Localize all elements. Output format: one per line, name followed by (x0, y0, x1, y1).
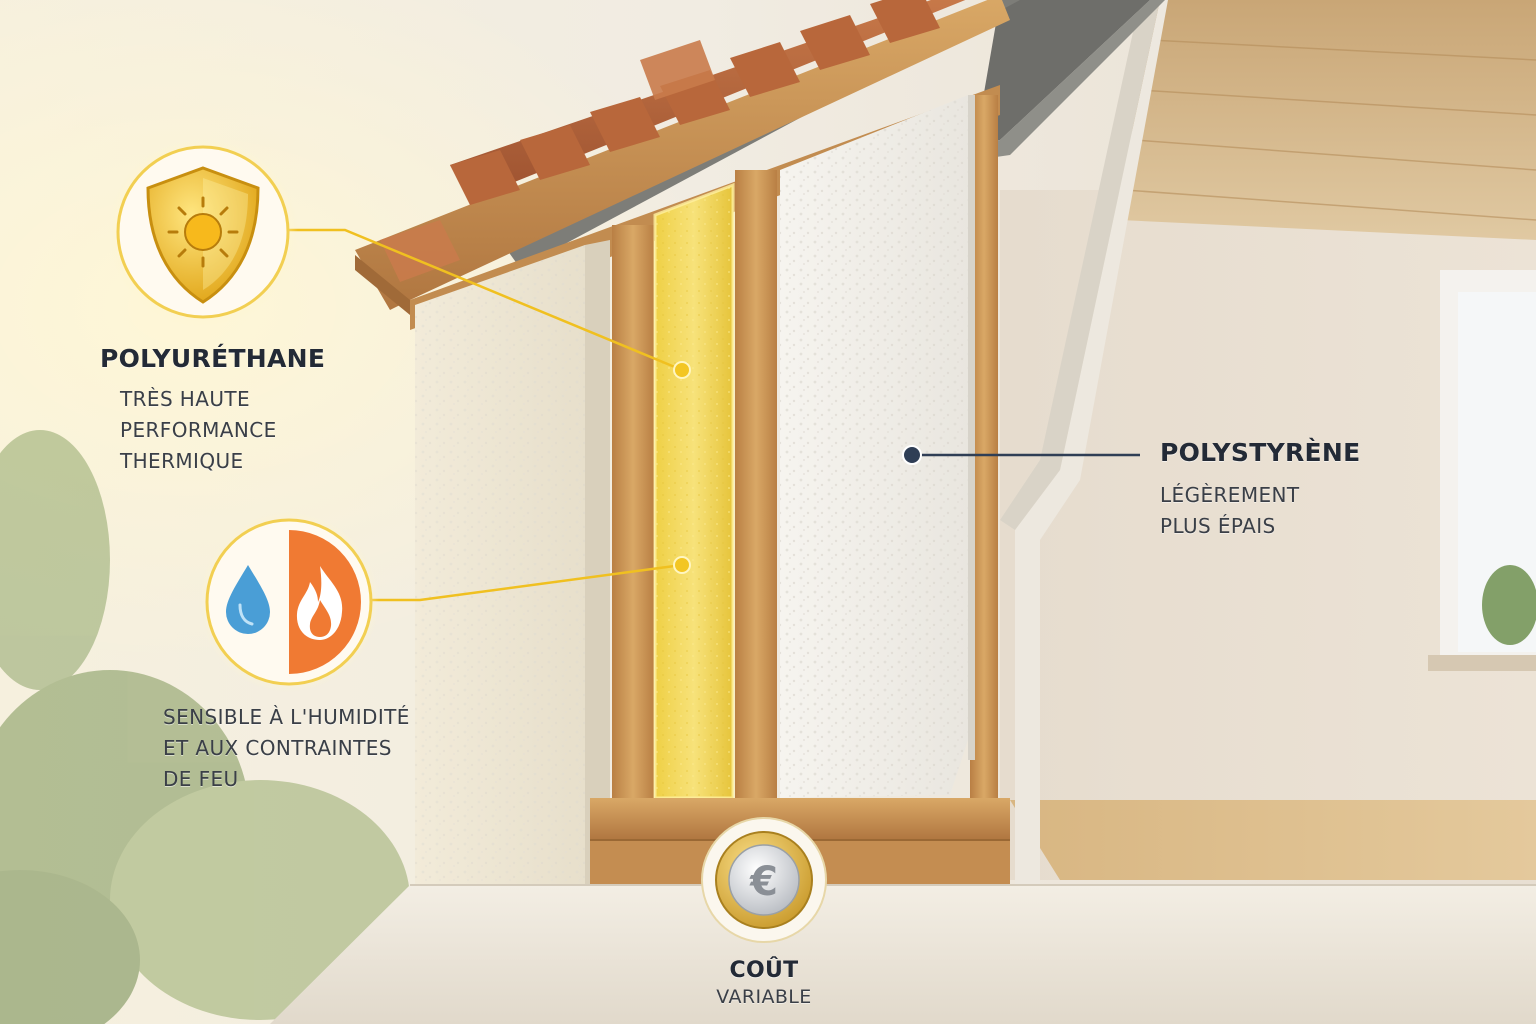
polyurethane-line-3: THERMIQUE (120, 449, 244, 473)
euro-coin-icon: € (701, 817, 827, 943)
polystyrene-title: POLYSTYRÈNE (1160, 438, 1361, 467)
polystyrene-callout: POLYSTYRÈNE (1160, 438, 1361, 467)
polyurethane-callout: POLYURÉTHANE (100, 344, 325, 373)
polyurethane-description: TRÈS HAUTE PERFORMANCE THERMIQUE (120, 384, 277, 477)
cost-line-1: VARIABLE (716, 986, 812, 1008)
interior-plasterboard (1015, 0, 1168, 900)
water-fire-icon (199, 512, 379, 692)
timber-stud-middle (735, 170, 777, 800)
sensitivity-pointer-dot (673, 556, 691, 574)
room-floor (1010, 800, 1536, 880)
base-slab (270, 885, 1536, 1024)
svg-text:€: € (749, 859, 778, 905)
timber-stud-left (612, 225, 654, 800)
polystyrene-line-1: LÉGÈREMENT (1160, 483, 1300, 507)
sensitivity-line-2: ET AUX CONTRAINTES (163, 736, 392, 760)
polystyrene-description: LÉGÈREMENT PLUS ÉPAIS (1160, 480, 1300, 542)
polystyrene-line-2: PLUS ÉPAIS (1160, 514, 1276, 538)
polyurethane-line-1: TRÈS HAUTE (120, 387, 251, 411)
room-ceiling (1120, 0, 1536, 240)
polyurethane-title: POLYURÉTHANE (100, 344, 326, 373)
polyurethane-pointer-dot (673, 361, 691, 379)
cost-title: COÛT (729, 958, 799, 983)
window (1428, 270, 1536, 671)
polystyrene-pointer-dot (902, 445, 922, 465)
polyurethane-line-2: PERFORMANCE (120, 418, 277, 442)
callout-lines (288, 228, 1140, 602)
roof-fascia (355, 0, 1010, 310)
shield-sun-icon (108, 137, 298, 327)
ceiling-planks (1124, 39, 1536, 221)
sensitivity-line-3: DE FEU (163, 767, 239, 791)
sensitivity-description: SENSIBLE À L'HUMIDITÉ ET AUX CONTRAINTES… (163, 702, 410, 795)
sensitivity-pointer-line (372, 563, 683, 602)
cost-callout: COÛT VARIABLE (664, 958, 864, 1011)
roof (355, 0, 1165, 315)
water-drop-icon (226, 565, 270, 634)
polyurethane-pointer-line (288, 228, 683, 372)
sensitivity-line-1: SENSIBLE À L'HUMIDITÉ (163, 705, 410, 729)
